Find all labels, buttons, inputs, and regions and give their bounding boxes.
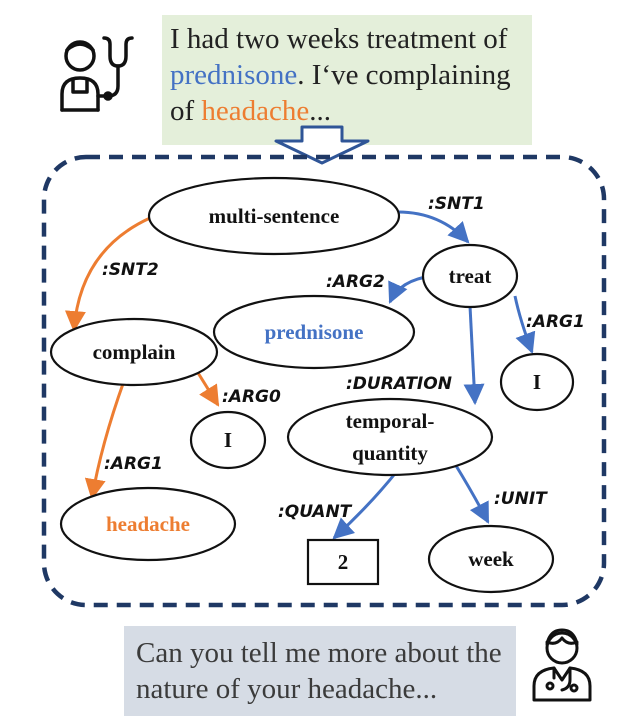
node-prednisone [212, 294, 416, 370]
node-prednisone-label: prednisone [265, 320, 364, 344]
edge-snt2 [64, 216, 151, 333]
node-treat-label: treat [449, 264, 492, 288]
edge-label-snt2: :SNT2 [102, 260, 159, 280]
doctor-reply: Can you tell me more about the nature of… [124, 626, 516, 716]
edge-arg1-treat [513, 295, 536, 354]
node-quant-value [306, 538, 380, 586]
edge-label-arg1-complain: :ARG1 [104, 454, 163, 474]
edge-duration [463, 305, 485, 406]
utterance-segment: of [476, 23, 508, 55]
edge-arg0 [193, 367, 220, 407]
edge-unit [453, 463, 490, 524]
doctor-icon [532, 628, 592, 702]
edge-label-arg1-treat: :ARG1 [526, 312, 585, 332]
node-complain-label: complain [93, 340, 176, 364]
edge-arg1-complain [84, 369, 130, 501]
edge-label-arg0: :ARG0 [222, 387, 281, 407]
node-i-complain [189, 410, 267, 470]
down-arrow-icon [274, 125, 370, 165]
patient-utterance: I had two weeks treatment of prednisone.… [162, 15, 532, 145]
node-temporal-quantity-label-2: quantity [352, 441, 428, 465]
patient-stethoscope-icon [60, 36, 134, 112]
node-i-treat-label: I [533, 370, 541, 394]
utterance-segment: ... [309, 95, 332, 127]
node-temporal-quantity-label-1: temporal- [346, 409, 435, 433]
doctor-reply-text: Can you tell me more about the nature of… [136, 637, 502, 705]
utterance-segment-treatment: treatment [366, 23, 477, 55]
utterance-segment-headache: headache [201, 95, 310, 127]
edge-label-unit: :UNIT [494, 489, 548, 509]
edge-label-arg2: :ARG2 [326, 272, 385, 292]
node-quant-value-label: 2 [338, 550, 349, 574]
node-week-label: week [468, 547, 514, 571]
node-multi-sentence-label: multi-sentence [209, 204, 340, 228]
node-treat [421, 243, 519, 309]
node-headache [59, 486, 237, 562]
edge-label-quant: :QUANT [278, 502, 353, 522]
node-temporal-quantity [286, 397, 494, 477]
edge-snt1 [397, 210, 470, 244]
edge-label-snt1: :SNT1 [428, 194, 485, 214]
node-headache-label: headache [106, 512, 190, 536]
utterance-segment: . I‘ve complaining of [170, 59, 511, 127]
edge-quant [332, 469, 400, 540]
utterance-segment-prednisone: prednisone [170, 59, 298, 91]
node-complain [49, 317, 219, 387]
graph-frame [41, 154, 607, 608]
node-multi-sentence [147, 176, 401, 256]
edge-label-duration: :DURATION [346, 374, 452, 394]
utterance-segment: I had two weeks [170, 23, 367, 55]
node-i-complain-label: I [224, 428, 232, 452]
node-i-treat [499, 352, 575, 412]
node-week [427, 524, 555, 594]
